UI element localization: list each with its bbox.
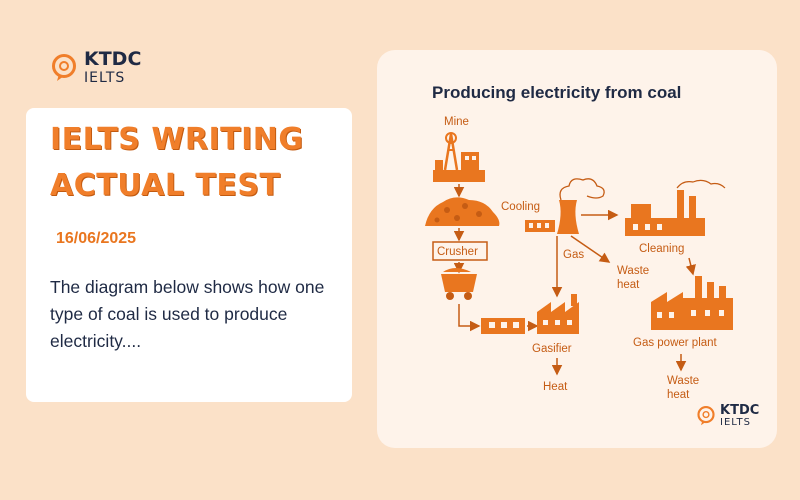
label-heat: Heat — [543, 381, 568, 393]
logo-mark-icon — [52, 53, 76, 81]
cooling-tower-icon — [525, 178, 605, 234]
crusher-box — [432, 241, 488, 261]
label-mine: Mine — [444, 116, 469, 128]
label-waste-heat-2a: Waste — [667, 375, 699, 387]
logo-mark-small-icon — [697, 406, 715, 426]
coal-pile-icon — [425, 197, 500, 226]
ktdc-logo: KTDC IELTS — [50, 50, 141, 85]
cleaning-plant-icon — [625, 179, 726, 236]
diagram-title: Producing electricity from coal — [432, 83, 681, 102]
title-line-1: IELTS WRITING — [50, 122, 304, 157]
label-cooling: Cooling — [501, 201, 540, 213]
label-cleaning: Cleaning — [639, 243, 684, 255]
label-waste-heat-1b: heat — [617, 279, 640, 291]
logo-sub-text: IELTS — [84, 70, 126, 86]
logo-small-brand-text: KTDC — [720, 403, 760, 418]
label-waste-heat-1a: Waste — [617, 265, 649, 277]
mine-cart-icon — [441, 268, 477, 300]
title-line-2: ACTUAL TEST — [50, 168, 281, 203]
ktdc-logo-small: KTDC IELTS — [696, 404, 759, 428]
gasifier-icon — [537, 294, 579, 334]
task-description: The diagram below shows how one type of … — [50, 277, 325, 351]
conveyor-icon — [481, 318, 525, 334]
label-waste-heat-2b: heat — [667, 389, 690, 401]
logo-small-sub-text: IELTS — [720, 417, 751, 428]
coal-process-diagram: Producing electricity from coal Mine Cru… — [425, 83, 733, 401]
label-gas: Gas — [563, 249, 584, 261]
label-gasifier: Gasifier — [532, 343, 572, 355]
mine-icon — [433, 132, 485, 182]
logo-brand-text: KTDC — [84, 48, 142, 70]
diagram-card: Producing electricity from coal Mine Cru… — [377, 50, 777, 448]
gas-power-plant-icon — [651, 276, 733, 330]
label-crusher: Crusher — [437, 246, 478, 258]
test-info-card: IELTS WRITING ACTUAL TEST 16/06/2025 The… — [26, 108, 352, 402]
label-gas-power-plant: Gas power plant — [633, 337, 718, 349]
test-date: 16/06/2025 — [56, 230, 137, 247]
